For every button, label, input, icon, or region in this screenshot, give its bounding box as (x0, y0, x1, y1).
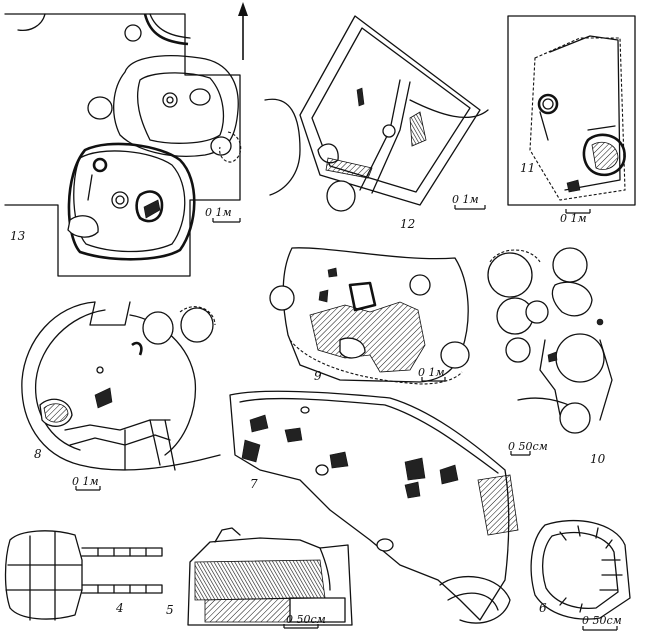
figure-11-number: 11 (520, 161, 535, 175)
figure-12-plan: 0 1м 12 (264, 15, 489, 231)
figure-13-scale-label: 0 1м (205, 206, 232, 219)
figure-5-number: 5 (166, 603, 174, 617)
figure-12-scale-bar: 0 1м (452, 193, 486, 210)
figure-11-scale-label: 0 1м (560, 212, 587, 225)
figure-12-number: 12 (400, 217, 415, 231)
figure-10-scale-label: 0 50см (508, 440, 548, 453)
figure-12-scale-label: 0 1м (452, 193, 479, 206)
figure-6-scale-label: 0 50см (582, 614, 622, 627)
figure-4-drawing: 4 (4, 530, 163, 621)
figure-8-scale-bar: 0 1м (72, 475, 101, 491)
figure-6-scale-bar: 0 50см (582, 614, 622, 631)
figure-5-scale-label: 0 50см (286, 613, 326, 626)
figure-7-number: 7 (250, 477, 258, 491)
north-arrow-icon (238, 2, 248, 60)
figure-9-scale-bar: 0 1м (418, 366, 446, 382)
figure-6-number: 6 (539, 601, 547, 615)
figure-8-scale-label: 0 1м (72, 475, 99, 488)
figure-8-plan: 0 1м 8 (21, 301, 221, 491)
figure-13-number: 13 (10, 229, 26, 243)
figure-6-plan: 6 0 50см (530, 519, 631, 631)
figure-10-scale-bar: 0 50см (508, 440, 548, 456)
figure-8-number: 8 (34, 447, 42, 461)
figure-9-plan: 0 1м 9 (269, 247, 470, 385)
figure-10-number: 10 (590, 452, 606, 466)
figure-5-section: 5 0 50см (166, 527, 353, 629)
figure-13-plan: 0 1м 13 (4, 2, 248, 277)
figure-9-number: 9 (314, 369, 322, 383)
figure-10-plan: 0 50см 10 (487, 247, 613, 466)
figure-11-scale-bar: 0 1м (560, 209, 591, 225)
figure-7-plan: 7 (229, 390, 519, 624)
figure-5-scale-bar: 0 50см (283, 613, 326, 629)
figure-13-scale-bar: 0 1м (205, 206, 241, 223)
figure-11-plan: 0 1м 11 (507, 15, 636, 225)
figure-4-number: 4 (115, 601, 124, 615)
figure-9-scale-label: 0 1м (418, 366, 445, 379)
